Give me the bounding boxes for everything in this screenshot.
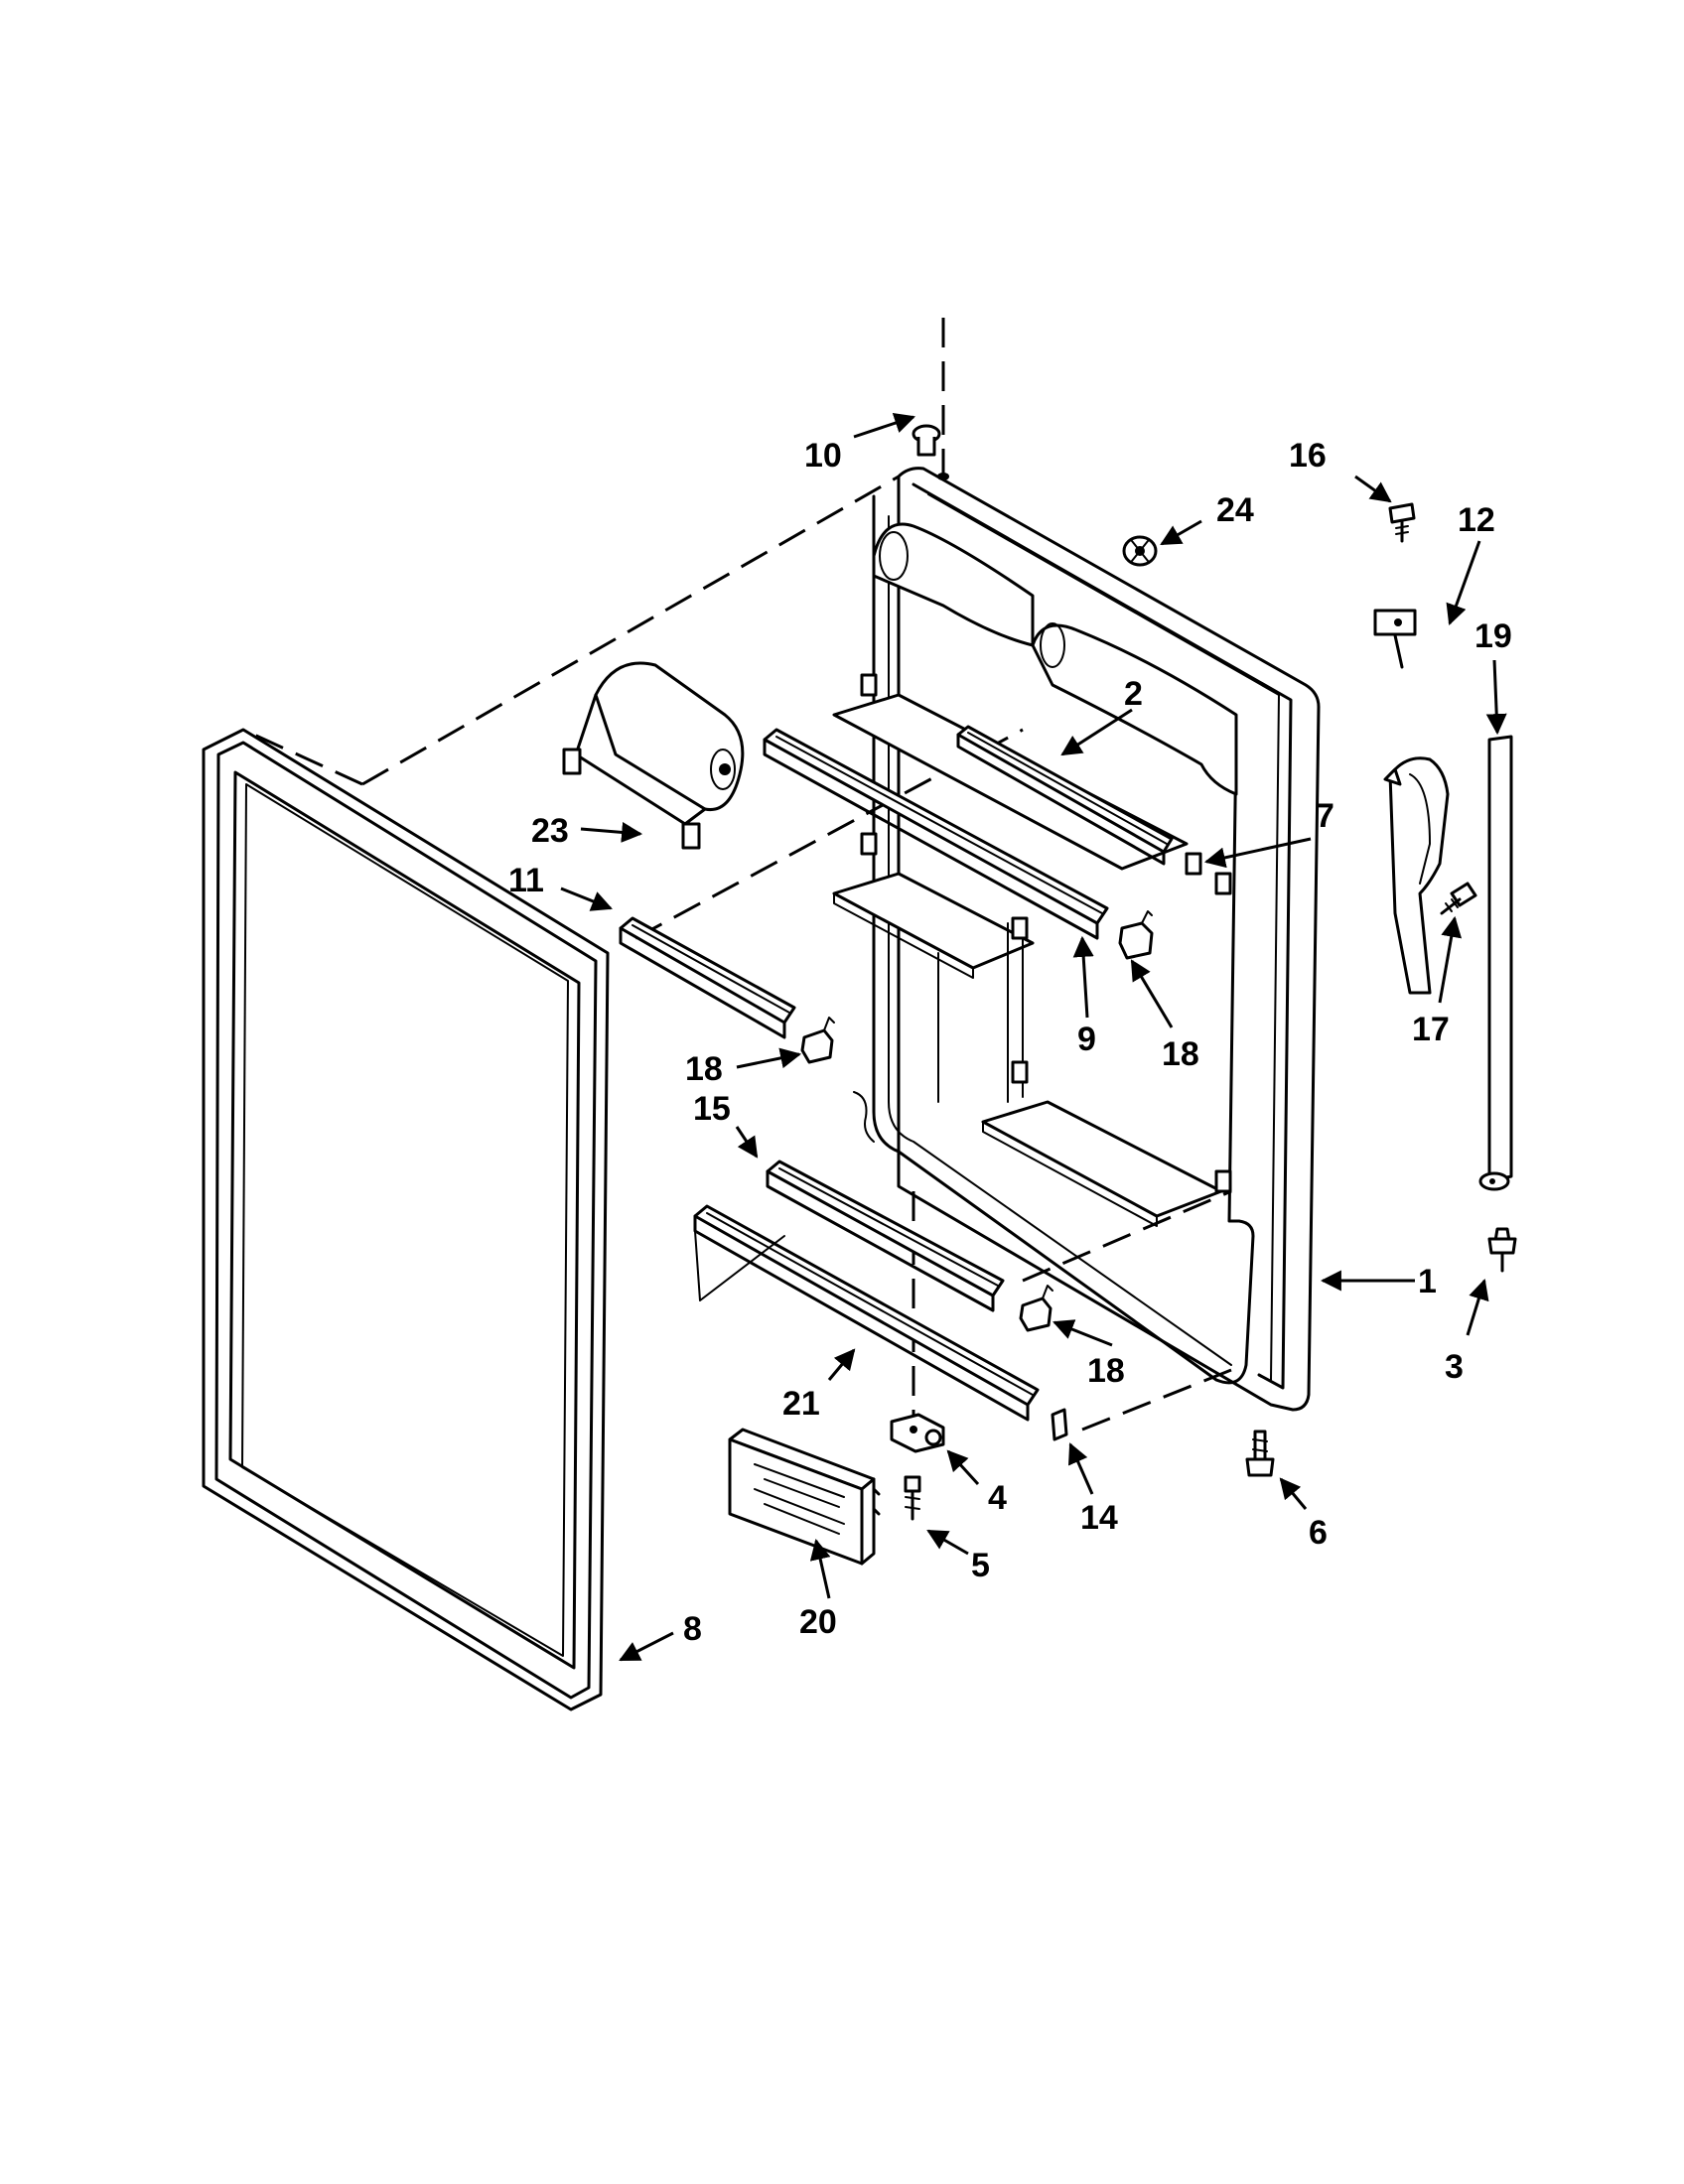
handle-12-part <box>1373 609 1450 995</box>
callout-17: 17 <box>1412 1011 1450 1048</box>
screw-16-part <box>1388 502 1416 543</box>
callout-4: 4 <box>988 1479 1007 1517</box>
door-gasket-part <box>202 728 610 1711</box>
nameplate-20-part <box>728 1428 881 1566</box>
hinge-cap-24-part <box>1122 535 1158 567</box>
clip-18-left-part <box>800 1017 835 1064</box>
hinge-4-part <box>890 1413 945 1453</box>
shelf-rail-11-part <box>619 916 796 1039</box>
callout-8: 8 <box>683 1610 702 1648</box>
clip-18-lower-part <box>1019 1285 1053 1332</box>
callout-2: 2 <box>1124 675 1143 713</box>
callout-24: 24 <box>1216 491 1254 529</box>
callout-labels: 10 16 24 12 19 2 23 7 11 9 18 18 17 15 1… <box>508 437 1512 1648</box>
callout-10: 10 <box>804 437 842 475</box>
callout-16: 16 <box>1289 437 1327 475</box>
shelf-rail-9-part <box>763 728 1109 940</box>
screw-6-part <box>1245 1430 1275 1477</box>
door-liner-part <box>832 467 1321 1412</box>
clip-18-upper-part <box>1118 910 1154 960</box>
callout-19: 19 <box>1474 617 1512 655</box>
callout-arrows <box>560 413 1507 1662</box>
callout-12: 12 <box>1458 501 1495 539</box>
callout-5: 5 <box>971 1547 990 1584</box>
callout-1: 1 <box>1418 1263 1437 1300</box>
callout-21: 21 <box>782 1385 820 1423</box>
clip-14-part <box>1051 1408 1068 1441</box>
callout-23: 23 <box>531 812 569 850</box>
callout-3: 3 <box>1445 1348 1464 1386</box>
callout-18-right: 18 <box>1162 1035 1199 1073</box>
screw-5-part <box>904 1475 921 1521</box>
callout-15: 15 <box>693 1090 731 1128</box>
callout-7: 7 <box>1316 797 1334 835</box>
callout-18-lower: 18 <box>1087 1352 1125 1390</box>
clip-7-part <box>1185 852 1202 876</box>
bin-23-part <box>562 661 745 850</box>
door-stop-10-part <box>912 424 941 457</box>
screw-3-part <box>1487 1227 1517 1273</box>
shelf-rail-21-part <box>693 1204 1040 1422</box>
callout-11: 11 <box>508 862 544 899</box>
shelf-rail-15-part <box>766 1160 1005 1312</box>
callout-20: 20 <box>799 1603 837 1641</box>
callout-18-left: 18 <box>685 1050 723 1088</box>
callout-6: 6 <box>1309 1514 1328 1552</box>
screw-17-part <box>1440 882 1477 915</box>
trim-strip-19-part <box>1478 735 1513 1191</box>
callout-14: 14 <box>1080 1499 1118 1537</box>
callout-9: 9 <box>1077 1021 1096 1058</box>
shelf-rail-2-part <box>956 725 1174 866</box>
